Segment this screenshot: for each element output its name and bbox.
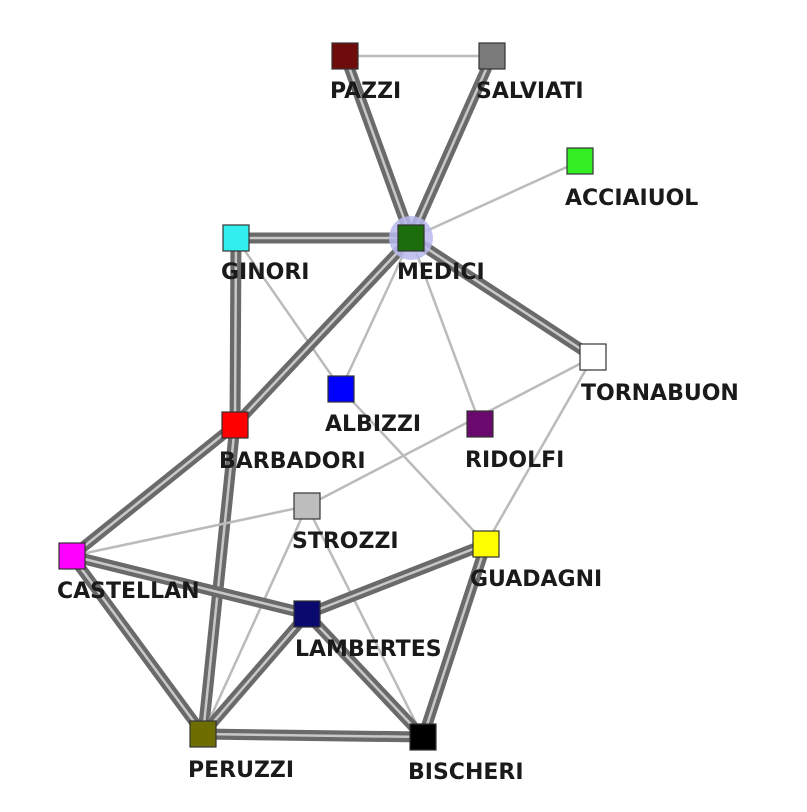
edge-albizzi-guadagni <box>340 388 487 545</box>
node-label-salviati: SALVIATI <box>476 79 584 104</box>
edge-medici-albizzi <box>339 237 413 390</box>
edge-tornabuon-guadagni <box>484 356 595 545</box>
node-label-peruzzi: PERUZZI <box>188 758 294 783</box>
edge-strozzi-castellan <box>71 504 308 558</box>
edge-acciaiuol-medici <box>410 159 581 240</box>
node-albizzi[interactable] <box>327 375 355 403</box>
edge-lambertes-bischeri <box>302 610 428 741</box>
edge-ginori-albizzi <box>234 237 343 390</box>
node-label-tornabuon: TORNABUON <box>581 381 739 406</box>
edge-castellan-lambertes <box>70 550 309 620</box>
edge-medici-barbadori <box>230 234 416 429</box>
node-label-guadagni: GUADAGNI <box>470 567 602 592</box>
node-bischeri[interactable] <box>409 723 437 751</box>
edge-guadagni-bischeri <box>417 542 492 739</box>
node-label-castellan: CASTELLAN <box>57 579 200 604</box>
node-tornabuon[interactable] <box>579 343 607 371</box>
node-strozzi[interactable] <box>293 492 321 520</box>
edge-medici-ridolfi <box>409 237 482 425</box>
node-label-medici: MEDICI <box>397 260 485 285</box>
node-acciaiuol[interactable] <box>566 147 594 175</box>
node-guadagni[interactable] <box>472 530 500 558</box>
edge-pazzi-medici <box>339 54 417 240</box>
node-label-lambertes: LAMBERTES <box>295 637 442 662</box>
edge-salviati-medici <box>405 53 498 241</box>
edge-strozzi-peruzzi <box>201 505 309 735</box>
edge-medici-tornabuon <box>407 233 597 362</box>
node-label-acciaiuol: ACCIAIUOL <box>565 186 698 211</box>
edge-lambertes-peruzzi <box>198 610 312 738</box>
edge-strozzi-bischeri <box>305 505 425 738</box>
node-barbadori[interactable] <box>221 411 249 439</box>
edge-guadagni-lambertes <box>304 538 489 620</box>
node-pazzi[interactable] <box>331 42 359 70</box>
node-label-ginori: GINORI <box>221 260 309 285</box>
node-ridolfi[interactable] <box>466 410 494 438</box>
node-label-strozzi: STROZZI <box>292 529 399 554</box>
node-label-albizzi: ALBIZZI <box>325 412 421 437</box>
node-salviati[interactable] <box>478 42 506 70</box>
labels-layer: PAZZI SALVIATI ACCIAIUOL GINORI MEDICI TORNAB… <box>57 79 739 785</box>
node-label-ridolfi: RIDOLFI <box>465 448 564 473</box>
edges-layer <box>67 53 597 743</box>
node-label-barbadori: BARBADORI <box>219 449 366 474</box>
edge-tornabuon-strozzi <box>306 355 594 508</box>
edge-castellan-peruzzi <box>67 552 208 738</box>
edge-barbadori-peruzzi <box>197 424 241 735</box>
node-lambertes[interactable] <box>293 600 321 628</box>
node-peruzzi[interactable] <box>189 720 217 748</box>
node-castellan[interactable] <box>58 542 86 570</box>
node-ginori[interactable] <box>222 224 250 252</box>
edge-ginori-barbadori <box>229 237 242 426</box>
edge-peruzzi-bischeri <box>202 728 424 743</box>
node-label-pazzi: PAZZI <box>330 79 401 104</box>
node-medici[interactable] <box>397 224 425 252</box>
edge-barbadori-castellan <box>68 420 239 561</box>
node-label-bischeri: BISCHERI <box>408 760 524 785</box>
nodes-layer <box>58 42 607 751</box>
